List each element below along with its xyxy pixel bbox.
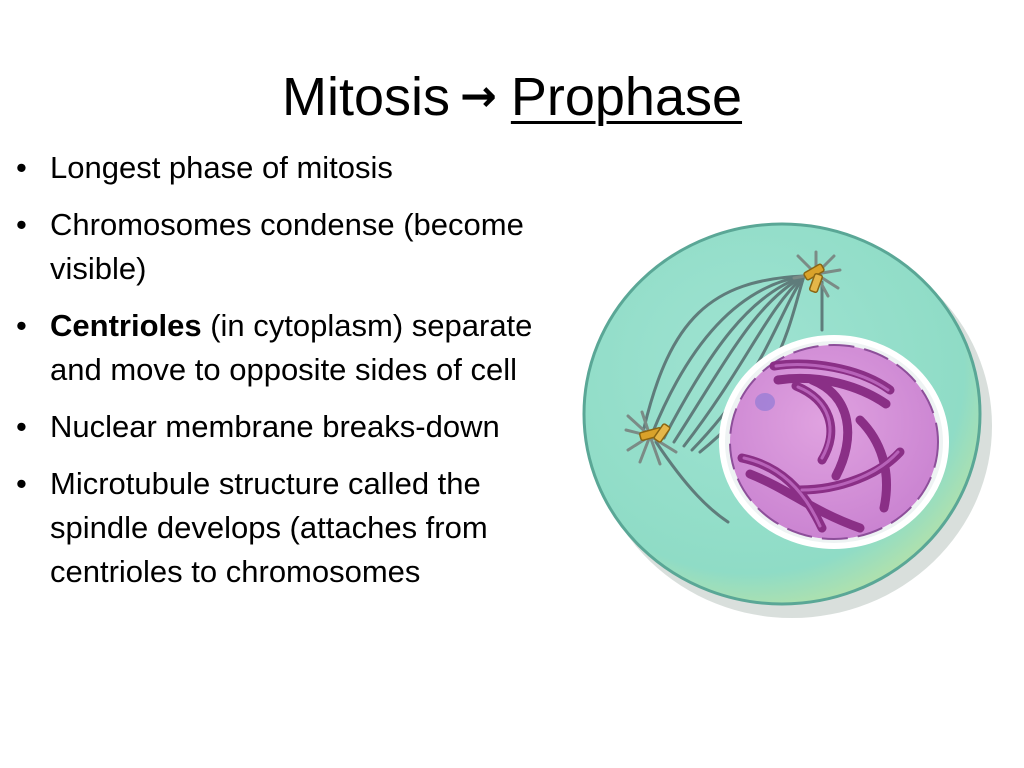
centriole-lower [639, 423, 671, 443]
bullet-item: • Longest phase of mitosis [12, 146, 540, 190]
bullet-marker: • [16, 308, 27, 343]
bullet-marker: • [16, 409, 27, 444]
title-phase: Prophase [510, 67, 743, 127]
bullet-text: (in cytoplasm) separate and move to oppo… [50, 308, 533, 387]
bullet-text: Chromosomes condense (become visible) [50, 207, 524, 286]
bullet-marker: • [16, 466, 27, 501]
bullet-list: • Longest phase of mitosis • Chromosomes… [12, 146, 540, 607]
bullet-text: Microtubule structure called the spindle… [50, 466, 488, 589]
bullet-item: • Nuclear membrane breaks-down [12, 405, 540, 449]
bullet-item: • Chromosomes condense (become visible) [12, 203, 540, 291]
centriole-upper [803, 263, 825, 294]
title-main: Mitosis [281, 67, 450, 127]
chromosome-highlights [742, 363, 900, 528]
arrow-icon: → [459, 71, 497, 122]
nucleolus [755, 393, 775, 411]
bullet-item: • Microtubule structure called the spind… [12, 462, 540, 594]
bullet-bold-term: Centrioles [50, 308, 202, 343]
slide-title: Mitosis→ Prophase [0, 62, 1024, 132]
prophase-cell-illustration [582, 222, 992, 618]
bullet-marker: • [16, 207, 27, 242]
bullet-text: Nuclear membrane breaks-down [50, 409, 500, 444]
bullet-item: • Centrioles (in cytoplasm) separate and… [12, 304, 540, 392]
bullet-text: Longest phase of mitosis [50, 150, 393, 185]
bullet-marker: • [16, 150, 27, 185]
